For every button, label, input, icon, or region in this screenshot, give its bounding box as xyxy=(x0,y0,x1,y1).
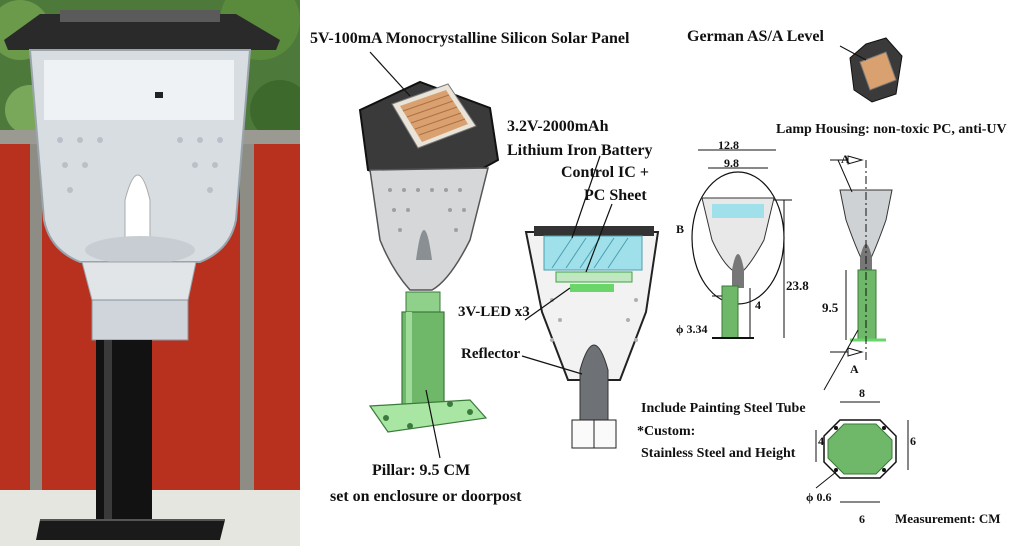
led-label: 3V-LED x3 xyxy=(458,304,530,320)
pillar-label: Pillar: 9.5 CM xyxy=(372,462,471,479)
battery-label-line1: 3.2V-2000mAh xyxy=(507,118,609,135)
dim-top-width: 12.8 xyxy=(718,138,739,152)
section-a-top-marker: A xyxy=(841,152,850,166)
control-ic-label-line2: PC Sheet xyxy=(584,187,647,204)
dim-pillar-height: 9.5 xyxy=(822,300,839,315)
dim-base-top: 8 xyxy=(859,386,865,400)
lamp-photo-illustration xyxy=(0,0,300,546)
technical-drawings xyxy=(691,37,909,503)
dim-base-left: 4 xyxy=(818,434,824,448)
custom-label-line1: *Custom: xyxy=(637,424,696,439)
detail-b-marker: B xyxy=(676,222,685,236)
dim-height: 23.8 xyxy=(786,278,809,293)
dim-tube-diameter: ϕ 3.34 xyxy=(676,322,708,336)
battery-label-line2: Lithium Iron Battery xyxy=(507,142,653,159)
steel-tube-label: Include Painting Steel Tube xyxy=(641,401,806,416)
lamp-housing-label: Lamp Housing: non-toxic PC, anti-UV xyxy=(776,122,1007,137)
measurement-label: Measurement: CM xyxy=(895,511,1001,526)
reflector-label: Reflector xyxy=(461,346,521,362)
dim-base-height: 4 xyxy=(755,298,761,312)
solar-panel-label: 5V-100mA Monocrystalline Silicon Solar P… xyxy=(310,30,630,47)
product-photo xyxy=(0,0,300,546)
dim-base-bottom: 6 xyxy=(859,512,865,526)
dim-hole-diameter: ϕ 0.6 xyxy=(806,490,832,504)
dim-inner-width: 9.8 xyxy=(724,156,739,170)
mount-label: set on enclosure or doorpost xyxy=(330,488,522,505)
dim-base-right: 6 xyxy=(910,434,916,448)
section-a-bottom-marker: A xyxy=(850,362,859,376)
german-level-label: German AS/A Level xyxy=(687,28,824,45)
custom-label-line2: Stainless Steel and Height xyxy=(641,446,796,461)
control-ic-label-line1: Control IC + xyxy=(561,164,649,181)
lamp-exploded-diagram xyxy=(358,51,660,459)
